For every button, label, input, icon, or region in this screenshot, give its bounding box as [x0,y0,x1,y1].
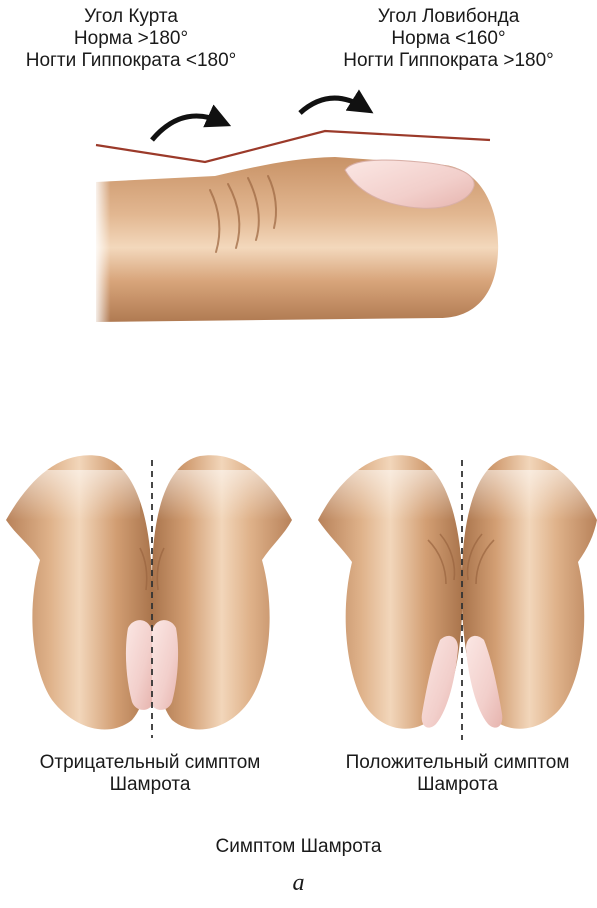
lovibond-hippocrates: Ногти Гиппократа >180° [300,50,597,72]
positive-caption-line1: Положительный симптом [318,752,597,774]
lovibond-angle-label: Угол Ловибонда Норма <160° Ногти Гиппокр… [300,6,597,72]
negative-schamroth-fingers [0,455,297,729]
kurth-angle-arrow [152,116,222,140]
negative-schamroth-caption: Отрицательный симптом Шамрота [10,752,290,796]
positive-schamroth-caption: Положительный симптом Шамрота [318,752,597,796]
negative-caption-line2: Шамрота [10,774,290,796]
lovibond-title: Угол Ловибонда [300,6,597,28]
lovibond-norm: Норма <160° [300,28,597,50]
negative-caption-line1: Отрицательный симптом [10,752,290,774]
figure-caption: Симптом Шамрота [0,836,597,858]
kurth-hippocrates: Ногти Гиппократа <180° [0,50,262,72]
finger-side-view [96,157,498,330]
kurth-norm: Норма >180° [0,28,262,50]
kurth-angle-label: Угол Курта Норма >180° Ногти Гиппократа … [0,6,262,72]
figure-letter: а [0,872,597,894]
positive-schamroth-fingers [310,455,597,729]
kurth-title: Угол Курта [0,6,262,28]
positive-caption-line2: Шамрота [318,774,597,796]
lovibond-angle-arrow [300,98,365,113]
